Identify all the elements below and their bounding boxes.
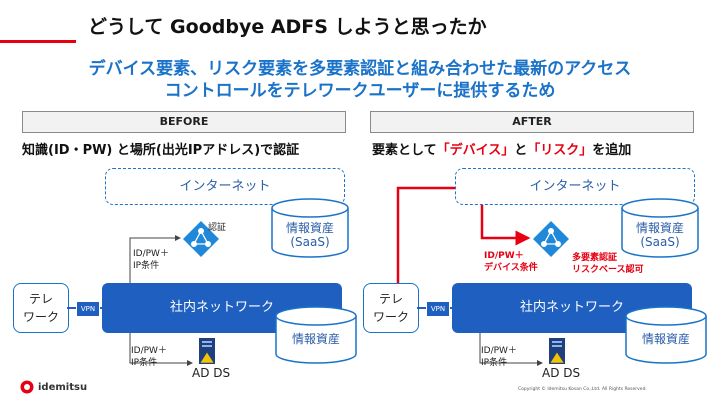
- before-top-condition: ID/PW＋ IP条件: [133, 248, 169, 272]
- before-terminal-line1: テレ: [28, 292, 53, 306]
- before-onprem-store-label: 情報資産: [291, 332, 340, 346]
- subtitle-line-1: デバイス要素、リスク要素を多要素認証と組み合わせた最新のアクセス: [88, 59, 632, 79]
- before-vpn-badge: VPN: [76, 301, 100, 317]
- before-cloud-store-sub: (SaaS): [290, 235, 330, 249]
- after-desc-suffix: を追加: [592, 143, 632, 158]
- after-top-cond-line1: ID/PW＋: [484, 251, 524, 261]
- after-top-cond-line2: デバイス条件: [484, 263, 538, 273]
- after-onprem-store-cylinder: [625, 306, 707, 364]
- before-auth-icon: [183, 221, 219, 257]
- before-ad-label: AD DS: [192, 366, 231, 380]
- after-mfa-line1: 多要素認証: [572, 253, 618, 263]
- before-header: BEFORE: [22, 111, 346, 133]
- before-terminal-line2: ワーク: [22, 310, 59, 324]
- logo-mark-icon: [20, 380, 34, 394]
- copyright-notice: Copyright © Idemitsu Kosan Co.,Ltd. All …: [518, 387, 647, 392]
- after-desc-and: と: [514, 143, 528, 158]
- title-accent-bar: [0, 40, 76, 43]
- after-cloud-store-sub: (SaaS): [640, 235, 680, 249]
- after-ad-label: AD DS: [542, 366, 581, 380]
- after-top-condition: ID/PW＋ デバイス条件: [484, 250, 538, 274]
- logo-text: idemitsu: [38, 381, 88, 393]
- before-onprem-store-cylinder: [275, 306, 357, 364]
- after-desc-risk: 「リスク」: [527, 143, 593, 158]
- before-bottom-condition: ID/PW＋ IP条件: [131, 345, 167, 369]
- before-cloud-store-cylinder: [271, 198, 349, 258]
- before-top-cond-line2: IP条件: [133, 261, 160, 271]
- after-mfa-line2: リスクベース認可: [572, 265, 644, 275]
- before-auth-label: 認証: [208, 223, 227, 233]
- before-top-connector: [129, 235, 181, 283]
- before-cloud-store-label: 情報資産: [285, 221, 334, 235]
- after-bottom-condition: ID/PW＋ IP条件: [481, 345, 517, 369]
- subtitle-line-2: コントロールをテレワークユーザーに提供するため: [164, 81, 556, 101]
- before-bottom-cond-line1: ID/PW＋: [131, 346, 167, 356]
- slide-title: どうして Goodbye ADFS しようと思ったか: [88, 16, 487, 38]
- after-bottom-cond-line2: IP条件: [481, 358, 508, 368]
- after-terminal-line1: テレ: [378, 292, 403, 306]
- before-ad-server-icon: [199, 338, 215, 364]
- slide-subtitle: デバイス要素、リスク要素を多要素認証と組み合わせた最新のアクセス コントロールを…: [0, 58, 720, 102]
- after-cloud-store-cylinder: [621, 198, 699, 258]
- after-onprem-store-label: 情報資産: [641, 332, 690, 346]
- after-bottom-connector: [479, 333, 543, 366]
- after-auth-icon: [533, 221, 569, 257]
- after-desc-prefix: 要素として: [372, 143, 437, 158]
- after-ad-server-icon: [549, 338, 565, 364]
- before-description: 知識(ID・PW) と場所(出光IPアドレス)で認証: [22, 143, 300, 158]
- company-logo: idemitsu: [20, 380, 87, 394]
- after-header: AFTER: [370, 111, 694, 133]
- after-vpn-badge: VPN: [426, 301, 450, 317]
- before-bottom-connector: [129, 333, 193, 366]
- after-cloud-store-label: 情報資産: [635, 221, 684, 235]
- before-telework-terminal: テレ ワーク: [13, 283, 69, 333]
- after-mfa-label: 多要素認証 リスクベース認可: [572, 252, 644, 276]
- after-terminal-line2: ワーク: [372, 310, 409, 324]
- before-top-cond-line1: ID/PW＋: [133, 249, 169, 259]
- after-telework-terminal: テレ ワーク: [363, 283, 419, 333]
- after-description: 要素として「デバイス」と「リスク」を追加: [372, 139, 631, 158]
- after-desc-device: 「デバイス」: [436, 143, 515, 158]
- after-bottom-cond-line1: ID/PW＋: [481, 346, 517, 356]
- before-bottom-cond-line2: IP条件: [131, 358, 158, 368]
